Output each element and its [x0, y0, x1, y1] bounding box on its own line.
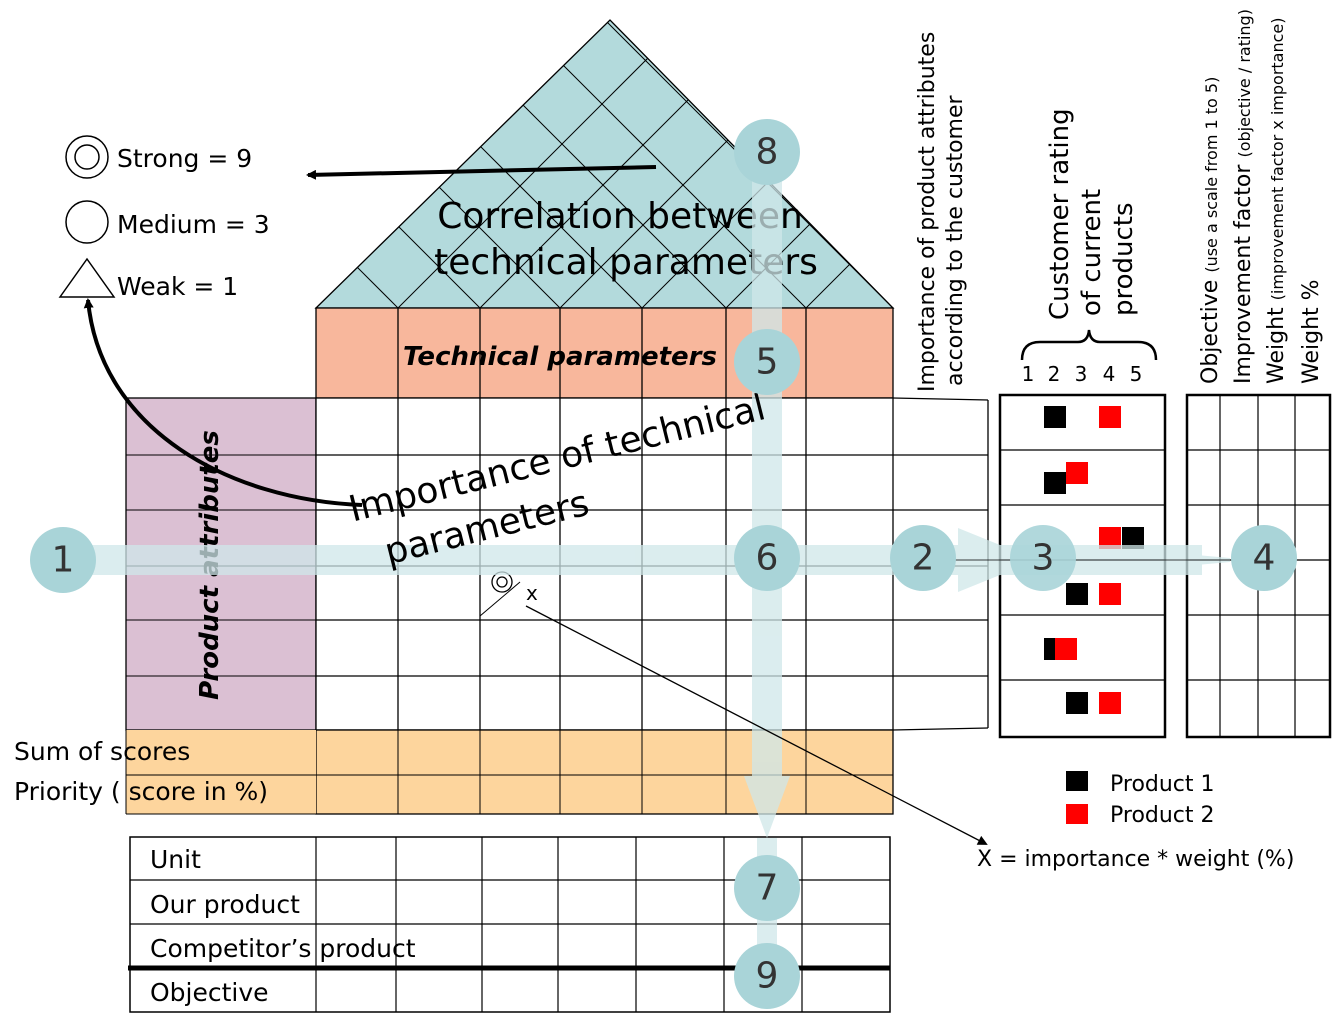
legend-weak: Weak = 1 — [117, 272, 238, 301]
customer-rating-line2: of current — [1077, 189, 1107, 316]
row-competitor-product: Competitor’s product — [150, 934, 416, 963]
scores-rows: Sum of scores Priority ( score in %) — [14, 729, 894, 815]
product1-rating-mark — [1044, 472, 1066, 494]
svg-text:4: 4 — [1253, 538, 1276, 579]
technical-parameters-dividers — [397, 308, 807, 398]
step-6: 6 — [734, 525, 800, 591]
svg-text:9: 9 — [756, 956, 779, 997]
svg-text:6: 6 — [756, 538, 779, 579]
technical-parameters-row: Technical parameters — [315, 307, 894, 399]
formula-label: X = importance * weight (%) — [977, 847, 1294, 872]
svg-text:1: 1 — [52, 540, 75, 581]
vertical-flow-band — [752, 152, 782, 782]
customer-rating-line1: Customer rating — [1045, 108, 1075, 320]
product2-rating-mark — [1099, 527, 1121, 549]
strong-symbol-inner — [496, 576, 508, 588]
svg-text:8: 8 — [756, 132, 779, 173]
rating-brace — [1020, 329, 1158, 361]
legend-strong: Strong = 9 — [117, 144, 252, 173]
svg-text:7: 7 — [756, 868, 779, 909]
svg-text:5: 5 — [756, 342, 779, 383]
x-mark: x — [526, 581, 538, 605]
priority-label: Priority ( score in %) — [14, 777, 268, 806]
weight-pct-header: Weight % — [1299, 279, 1324, 384]
legend-medium: Medium = 3 — [117, 210, 270, 239]
rating-marks — [1044, 406, 1144, 714]
product1-rating-mark — [1066, 583, 1088, 605]
step-7: 7 — [734, 855, 800, 921]
rating-scale-1: 1 — [1022, 362, 1035, 386]
product2-rating-mark — [1066, 462, 1088, 484]
step-circles: 1 2 3 4 5 6 7 8 9 — [30, 119, 1297, 1009]
rating-scale-2: 2 — [1048, 362, 1061, 386]
sum-of-scores-label: Sum of scores — [14, 737, 190, 766]
technical-parameters-label: Technical parameters — [403, 342, 717, 372]
svg-text:2: 2 — [912, 538, 935, 579]
step-5: 5 — [734, 329, 800, 395]
strong-symbol-inner-icon — [74, 144, 100, 170]
formula-pointer — [525, 605, 988, 845]
connector-arrows — [83, 165, 988, 845]
step-3: 3 — [1010, 525, 1076, 591]
weak-symbol-icon — [58, 257, 116, 298]
step-9: 9 — [734, 943, 800, 1009]
product1-rating-mark — [1066, 692, 1088, 714]
product2-rating-mark — [1099, 583, 1121, 605]
example-strong-cell: x — [479, 571, 538, 617]
row-our-product: Our product — [150, 890, 300, 919]
customer-rating-table: 1 2 3 4 5 Customer rating of current pro… — [998, 108, 1167, 739]
scores-band — [315, 729, 894, 815]
scores-label-band — [126, 730, 316, 814]
product-legend: Product 1 Product 2 X = importance * wei… — [977, 771, 1294, 872]
bottom-table-grid — [130, 837, 890, 1012]
product2-label: Product 2 — [1110, 803, 1215, 828]
product1-swatch — [1066, 771, 1088, 791]
right-table: Objective (use a scale from 1 to 5) Impr… — [1185, 9, 1332, 739]
objective-header: Objective (use a scale from 1 to 5) — [1198, 77, 1223, 384]
row-unit: Unit — [150, 845, 201, 874]
roof-title-line1: Correlation between — [437, 196, 803, 237]
step-4: 4 — [1231, 525, 1297, 591]
curved-arrow-to-weak — [83, 298, 363, 507]
rating-scale-5: 5 — [1130, 362, 1143, 386]
improvement-factor-header: Improvement factor (objective / rating) — [1231, 9, 1256, 384]
product1-rating-mark — [1044, 406, 1066, 428]
step-2: 2 — [890, 525, 956, 591]
medium-symbol-icon — [65, 200, 109, 244]
product2-rating-mark — [1099, 692, 1121, 714]
weight-header: Weight (improvement factor x importance) — [1264, 17, 1289, 384]
product1-rating-mark — [1122, 527, 1144, 549]
rating-scale-3: 3 — [1075, 362, 1088, 386]
step-1: 1 — [30, 527, 96, 593]
arrow-to-legend — [306, 165, 657, 180]
customer-importance-line2: according to the customer — [943, 95, 968, 386]
rating-scale-4: 4 — [1103, 362, 1116, 386]
product2-swatch — [1066, 804, 1088, 824]
step-8: 8 — [734, 119, 800, 185]
product1-label: Product 1 — [1110, 772, 1215, 797]
svg-text:3: 3 — [1032, 538, 1055, 579]
vertical-flow-arrow — [744, 776, 790, 838]
product2-rating-mark — [1099, 406, 1121, 428]
customer-importance-line1: Importance of product attributes — [915, 32, 940, 392]
row-objective: Objective — [150, 978, 269, 1007]
customer-rating-line3: products — [1109, 202, 1139, 316]
symbol-legend: Strong = 9 Medium = 3 Weak = 1 — [58, 135, 270, 301]
product2-rating-mark — [1055, 638, 1077, 660]
